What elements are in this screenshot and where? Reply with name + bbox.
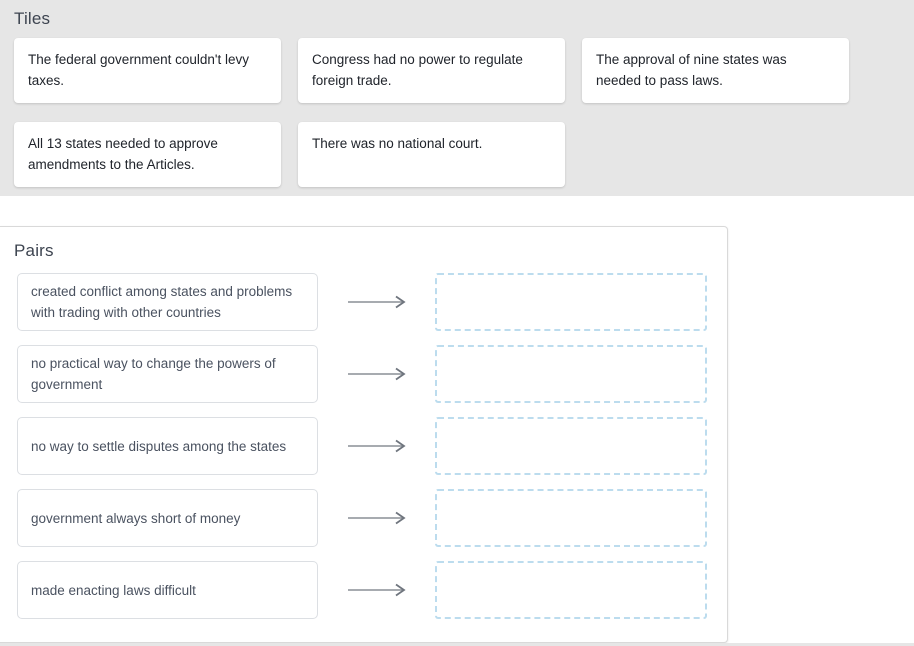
pair-row: no practical way to change the powers of… <box>0 345 727 417</box>
tile-item[interactable]: The federal government couldn't levy tax… <box>14 38 281 103</box>
tiles-grid: The federal government couldn't levy tax… <box>14 38 900 206</box>
arrow-right-icon <box>345 273 413 331</box>
arrow-right-icon <box>345 561 413 619</box>
arrow-right-icon <box>345 345 413 403</box>
pairs-panel-top-divider <box>0 226 728 227</box>
pair-source-card[interactable]: no practical way to change the powers of… <box>17 345 318 403</box>
arrow-right-icon <box>345 417 413 475</box>
pair-source-card[interactable]: no way to settle disputes among the stat… <box>17 417 318 475</box>
tiles-heading: Tiles <box>14 9 51 28</box>
pairs-panel: Pairs created conflict among states and … <box>0 226 728 643</box>
pair-row: made enacting laws difficult <box>0 561 727 633</box>
page-bottom-divider <box>0 643 914 646</box>
tile-row: The federal government couldn't levy tax… <box>14 38 900 103</box>
pair-row: created conflict among states and proble… <box>0 273 727 345</box>
pair-drop-zone[interactable] <box>435 273 707 331</box>
arrow-right-icon <box>345 489 413 547</box>
tile-item[interactable]: There was no national court. <box>298 122 565 187</box>
tile-item[interactable]: The approval of nine states was needed t… <box>582 38 849 103</box>
tile-row: All 13 states needed to approve amendmen… <box>14 122 900 187</box>
tile-item[interactable]: All 13 states needed to approve amendmen… <box>14 122 281 187</box>
pair-source-card[interactable]: made enacting laws difficult <box>17 561 318 619</box>
pair-row: government always short of money <box>0 489 727 561</box>
pair-source-card[interactable]: created conflict among states and proble… <box>17 273 318 331</box>
pair-drop-zone[interactable] <box>435 489 707 547</box>
pair-drop-zone[interactable] <box>435 345 707 403</box>
pairs-heading: Pairs <box>14 241 54 260</box>
pair-drop-zone[interactable] <box>435 561 707 619</box>
pair-source-card[interactable]: government always short of money <box>17 489 318 547</box>
pair-drop-zone[interactable] <box>435 417 707 475</box>
pairs-list: created conflict among states and proble… <box>0 273 727 633</box>
tiles-region: Tiles The federal government couldn't le… <box>0 0 914 196</box>
pair-row: no way to settle disputes among the stat… <box>0 417 727 489</box>
tile-item[interactable]: Congress had no power to regulate foreig… <box>298 38 565 103</box>
